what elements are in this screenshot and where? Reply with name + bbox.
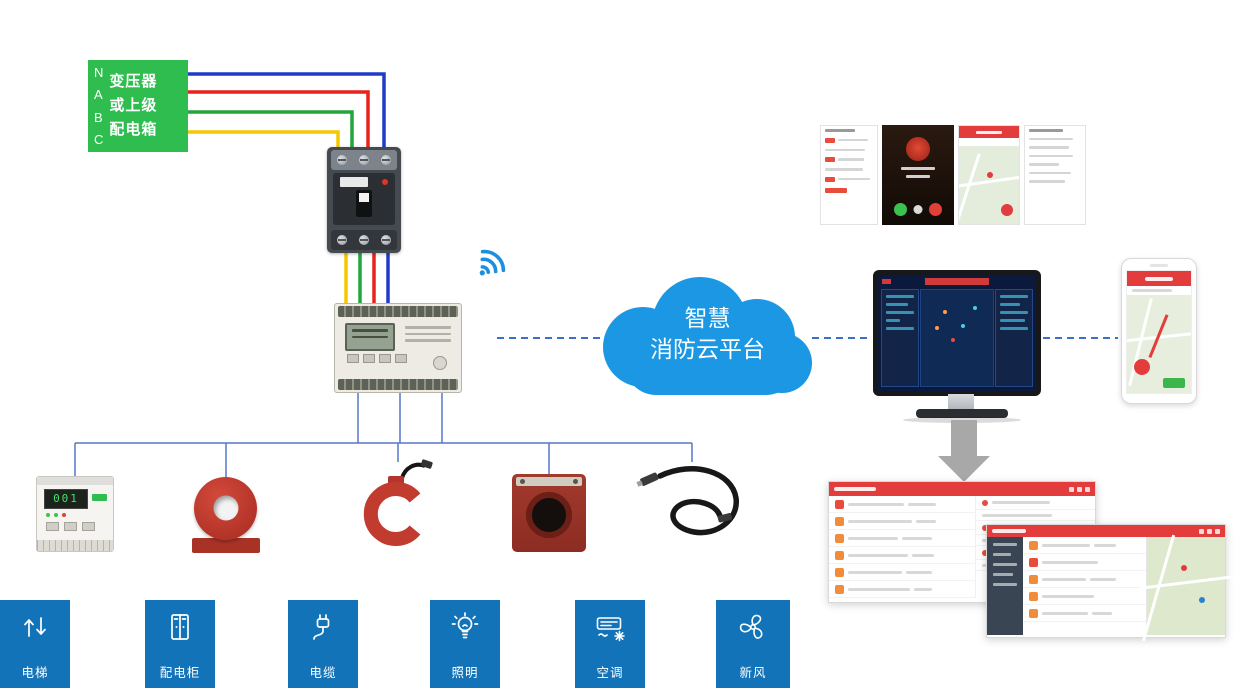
window2-titlebar (987, 525, 1225, 537)
phase-b: B (94, 109, 103, 125)
app-screenshot-worklist (820, 125, 878, 225)
load-tile-elevator: 电梯 (0, 600, 70, 688)
load-tile-cabinet: 配电柜 (145, 600, 215, 688)
solid-core-current-transformer (512, 474, 586, 552)
dashboard-title-banner (925, 278, 989, 285)
alarm-logo (906, 137, 930, 161)
desktop-app-window-map (986, 524, 1235, 642)
terminal-strip-top (338, 306, 458, 317)
mobile-phone (1121, 258, 1197, 404)
load-tile-air-conditioner: 空调 (575, 600, 645, 688)
upstream-source-box: N A B C 变压器 或上级 配电箱 (88, 60, 188, 152)
din-rail-meter: 001 (36, 476, 114, 552)
hangup-call-icon (929, 203, 942, 216)
load-tile-cable: 电缆 (288, 600, 358, 688)
cable-icon (306, 610, 340, 649)
sos-button-icon (1134, 359, 1150, 375)
phone-screen (1126, 270, 1192, 394)
phase-c: C (94, 131, 104, 147)
dashboard-left-panel (881, 289, 919, 387)
breaker-label-sticker (340, 177, 368, 187)
device-buttons (347, 354, 407, 363)
app-screenshot-message (1024, 125, 1086, 225)
device-round-button (433, 356, 447, 370)
dashboard-monitor (873, 270, 1041, 396)
phone-app-header (1127, 271, 1191, 286)
terminal-strip-bottom (338, 379, 458, 390)
monitor-stand-neck (948, 394, 974, 411)
window2-sidebar (987, 537, 1023, 635)
wifi-icon (479, 249, 506, 276)
open-type-current-transformer (363, 459, 433, 546)
ac-icon (593, 610, 627, 649)
circuit-breaker (327, 147, 401, 253)
window1-titlebar (829, 482, 1095, 496)
device-lcd (345, 323, 395, 351)
app-screenshot-alarm-call (882, 125, 954, 225)
load-label: 电缆 (309, 666, 337, 680)
fan-icon (736, 610, 770, 649)
breaker-toggle (356, 190, 372, 217)
ring-current-transformer (190, 477, 262, 553)
window2-map (1139, 534, 1235, 642)
dashboard-logo (882, 279, 891, 284)
down-arrow (938, 420, 990, 482)
phone-speaker (1150, 264, 1168, 267)
source-box-label: 变压器 或上级 配电箱 (109, 73, 158, 138)
status-badge (1163, 378, 1185, 388)
load-label: 新风 (739, 666, 767, 680)
load-label: 空调 (596, 666, 624, 680)
load-tile-lighting: 照明 (430, 600, 500, 688)
monitor-stand-base (916, 409, 1008, 418)
dashboard-map (920, 289, 994, 387)
elevator-icon (18, 610, 52, 649)
bulb-icon (448, 610, 482, 649)
cabinet-icon (163, 610, 197, 649)
fire-monitoring-device (334, 303, 462, 393)
dashboard-right-panel (995, 289, 1033, 387)
meter-display: 001 (44, 489, 88, 509)
phase-labels: N A B C (94, 65, 109, 147)
breaker-indicator (382, 179, 388, 185)
device-label-lines (405, 326, 451, 346)
phone-map (1127, 295, 1191, 393)
meter-green-label (92, 494, 107, 501)
temperature-sensor-cable (636, 466, 739, 536)
load-label: 电梯 (21, 666, 49, 680)
load-tile-fresh-air: 新风 (716, 600, 790, 688)
phase-a: A (94, 87, 103, 103)
load-label: 照明 (451, 666, 479, 680)
cloud-platform-title: 智慧 消防云平台 (650, 305, 765, 362)
dashboard-screen (878, 275, 1036, 391)
app-screenshot-map (958, 125, 1020, 225)
load-label: 配电柜 (159, 666, 201, 680)
answer-call-icon (894, 203, 907, 216)
phase-n: N (94, 65, 104, 80)
